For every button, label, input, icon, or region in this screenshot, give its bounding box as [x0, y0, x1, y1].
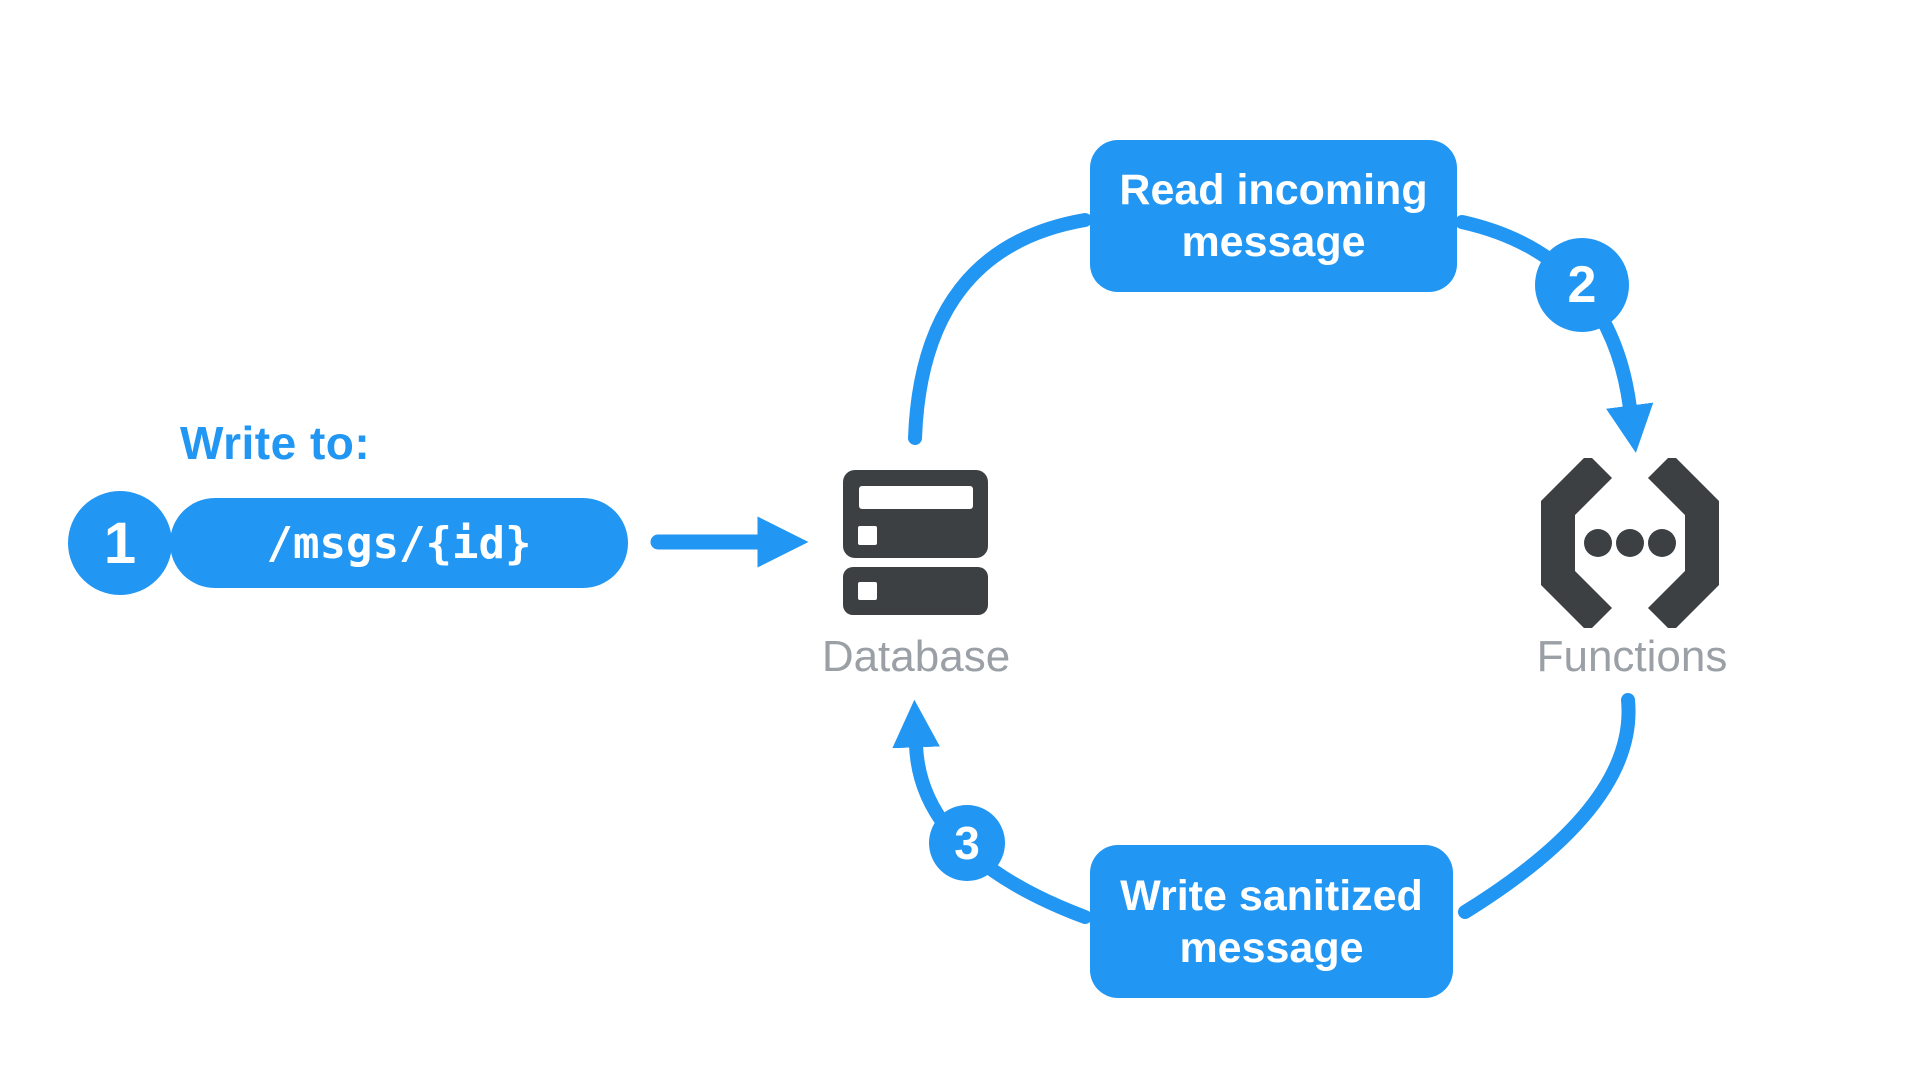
path-pill-text: /msgs/{id}	[266, 517, 532, 569]
database-icon	[843, 470, 988, 615]
read-message-box: Read incoming message	[1090, 140, 1457, 292]
step-1-number: 1	[103, 510, 137, 576]
write-message-line1: Write sanitized	[1120, 871, 1423, 920]
step-1-badge: 1	[68, 491, 172, 595]
step-3-number: 3	[954, 817, 980, 869]
cloud-functions-icon	[1541, 458, 1719, 628]
functions-label: Functions	[1536, 632, 1728, 681]
arc-functions-to-write	[1458, 693, 1636, 919]
path-pill: /msgs/{id}	[170, 498, 628, 588]
database-label: Database	[821, 632, 1011, 681]
step-3-badge: 3	[929, 805, 1005, 881]
write-to-label: Write to:	[180, 417, 371, 469]
read-message-line1: Read incoming	[1119, 166, 1428, 214]
read-message-line2: message	[1181, 218, 1366, 266]
step-2-number: 2	[1567, 256, 1597, 314]
write-message-box: Write sanitized message	[1090, 845, 1453, 998]
write-message-line2: message	[1179, 923, 1364, 972]
arc-database-to-read	[908, 213, 1092, 445]
step-2-badge: 2	[1535, 238, 1629, 332]
